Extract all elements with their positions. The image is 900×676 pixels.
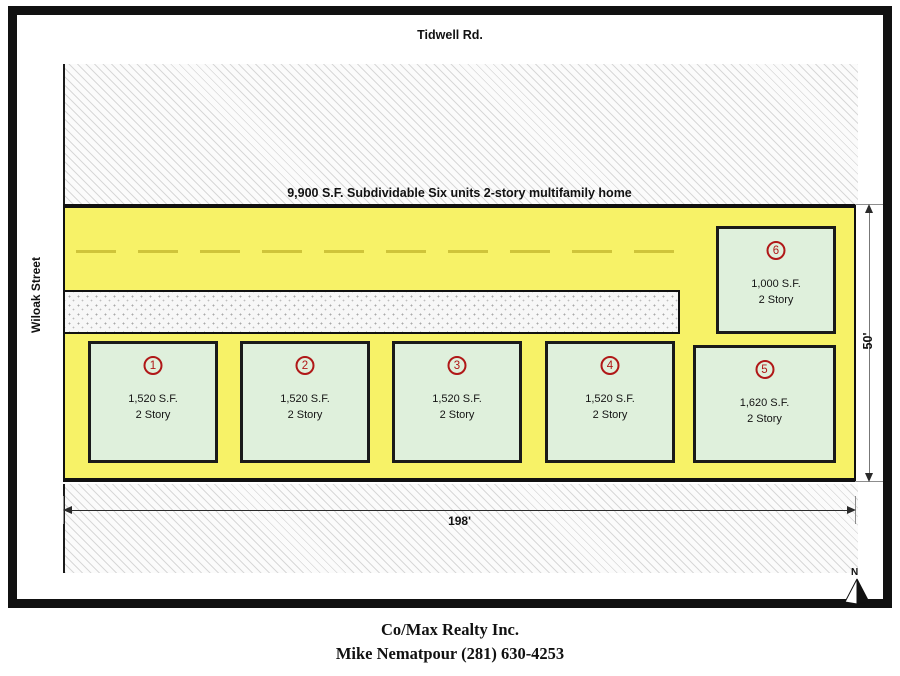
width-dimension-label: 198' <box>448 514 471 528</box>
top-street-label: Tidwell Rd. <box>417 28 483 42</box>
unit-box-2: 2 1,520 S.F. 2 Story <box>240 341 370 463</box>
unit-story-label: 2 Story <box>592 409 628 421</box>
unit-area-label: 1,520 S.F. <box>280 393 330 405</box>
left-street-label: Wiloak Street <box>29 257 43 333</box>
unit-story-label: 2 Story <box>287 409 323 421</box>
unit-box-3: 3 1,520 S.F. 2 Story <box>392 341 522 463</box>
unit-area-label: 1,520 S.F. <box>585 393 635 405</box>
unit-number-badge: 5 <box>755 360 774 379</box>
dimension-rule <box>869 211 870 475</box>
unit-number-badge: 2 <box>295 356 315 375</box>
footer-credits: Co/Max Realty Inc. Mike Nematpour (281) … <box>0 618 900 666</box>
unit-area-label: 1,520 S.F. <box>128 393 178 405</box>
unit-box-6: 6 1,000 S.F. 2 Story <box>716 226 836 334</box>
unit-area-label: 1,620 S.F. <box>739 397 790 409</box>
north-letter-label: N <box>851 567 859 578</box>
arrow-up-icon <box>864 204 873 213</box>
driveway-centerline <box>76 250 696 253</box>
unit-number-badge: 1 <box>143 356 163 375</box>
dimension-rule <box>70 510 849 511</box>
company-name: Co/Max Realty Inc. <box>381 620 519 639</box>
width-dimension-line <box>63 496 856 524</box>
unit-box-5: 5 1,620 S.F. 2 Story <box>693 345 836 463</box>
unit-box-4: 4 1,520 S.F. 2 Story <box>545 341 675 463</box>
unit-number-badge: 6 <box>766 241 786 260</box>
unit-area-label: 1,520 S.F. <box>432 393 482 405</box>
unit-box-1: 1 1,520 S.F. 2 Story <box>88 341 218 463</box>
parcel-description-label: 9,900 S.F. Subdividable Six units 2-stor… <box>287 186 632 200</box>
hatched-area-south <box>63 484 858 573</box>
unit-area-label: 1,000 S.F. <box>751 278 801 290</box>
unit-story-label: 2 Story <box>439 409 475 421</box>
unit-number-badge: 4 <box>600 356 620 375</box>
arrow-down-icon <box>864 473 873 482</box>
hatched-area-north <box>63 64 858 205</box>
unit-story-label: 2 Story <box>135 409 171 421</box>
unit-story-label: 2 Story <box>758 294 794 306</box>
unit-story-label: 2 Story <box>747 413 782 425</box>
walkway-strip <box>63 290 680 334</box>
compass-needle-icon <box>844 578 870 605</box>
arrow-right-icon <box>847 506 856 514</box>
height-dimension-label: 50' <box>861 332 875 350</box>
agent-contact: Mike Nematpour (281) 630-4253 <box>335 643 565 663</box>
height-dimension-line <box>855 204 883 482</box>
arrow-left-icon <box>63 506 72 514</box>
north-arrow-icon: N <box>841 567 881 608</box>
unit-number-badge: 3 <box>447 356 467 375</box>
